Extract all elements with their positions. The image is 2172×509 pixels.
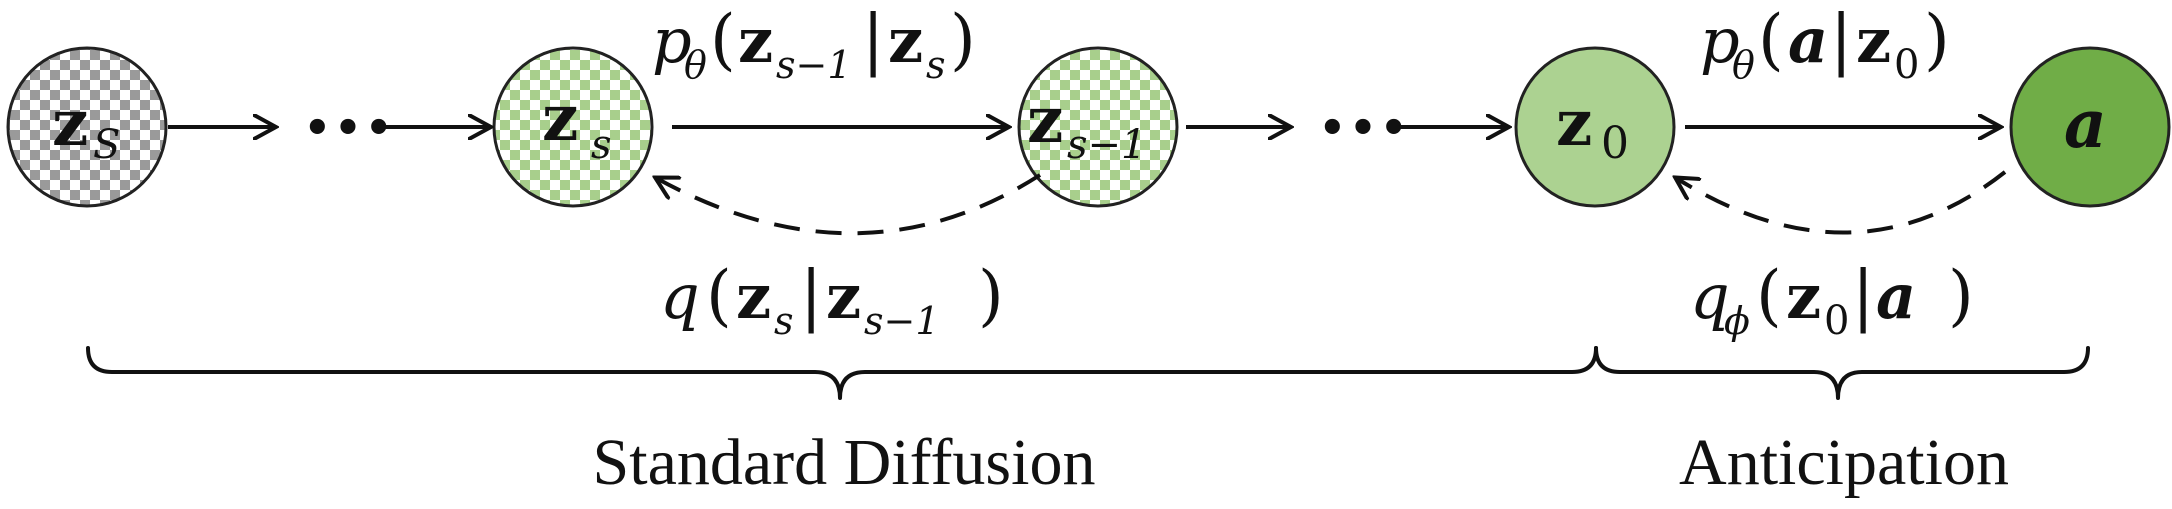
svg-text:): ) <box>1924 1 1950 78</box>
svg-text:a: a <box>1876 260 1916 333</box>
svg-text:(: ( <box>706 257 732 334</box>
svg-text:s: s <box>774 299 794 343</box>
svg-text:0: 0 <box>1824 298 1849 344</box>
svg-text:q: q <box>660 260 700 333</box>
svg-text:ϕ: ϕ <box>1724 299 1750 343</box>
svg-text:): ) <box>950 1 976 78</box>
svg-text:s: s <box>926 43 946 87</box>
svg-text:(: ( <box>1758 1 1784 78</box>
node-a: a <box>2009 46 2171 208</box>
node-z-s-minus-1: z s−1 <box>1017 46 1179 208</box>
svg-text:θ: θ <box>684 43 707 87</box>
svg-text:z: z <box>738 4 773 77</box>
node-z-0-main: z <box>1556 86 1592 161</box>
svg-text:(: ( <box>1756 257 1782 334</box>
svg-text:z: z <box>1856 4 1891 77</box>
svg-text:|: | <box>862 1 884 78</box>
node-z-0-sub: 0 <box>1601 118 1629 169</box>
node-z-s: z s <box>492 46 654 208</box>
label-forward-p-theta: p θ ( z s−1 | z s ) <box>652 1 976 87</box>
svg-text:0: 0 <box>1894 42 1919 88</box>
svg-text:z: z <box>826 260 861 333</box>
dashed-arrow-a-to-z0 <box>1676 170 2007 235</box>
caption-standard-diffusion: Standard Diffusion <box>593 426 1096 499</box>
svg-text:z: z <box>736 260 771 333</box>
svg-text:p: p <box>652 4 692 77</box>
svg-text:z: z <box>888 4 923 77</box>
node-z-0: z 0 <box>1514 46 1676 208</box>
svg-text:s−1: s−1 <box>776 43 852 87</box>
dashed-arrow-zs-minus-1-to-zs <box>656 173 1042 236</box>
node-z-S-main: z <box>52 86 88 161</box>
svg-text:p: p <box>1700 4 1740 77</box>
node-z-S: z S <box>6 46 168 208</box>
svg-text:a: a <box>1788 4 1828 77</box>
node-a-main: a <box>2064 85 2107 163</box>
caption-anticipation: Anticipation <box>1679 426 2009 499</box>
node-z-s-main: z <box>542 81 578 156</box>
svg-text:): ) <box>1948 257 1974 334</box>
svg-text:θ: θ <box>1732 43 1755 87</box>
node-z-s-minus-1-sub: s−1 <box>1067 122 1147 168</box>
svg-text:|: | <box>1852 257 1874 334</box>
label-encode-q-phi: q ϕ ( z 0 | a ) <box>1690 257 1974 344</box>
svg-text:s−1: s−1 <box>864 299 940 343</box>
svg-text:z: z <box>1786 260 1821 333</box>
brace-standard-diffusion <box>86 346 1598 400</box>
ellipsis-left: ••• <box>302 99 394 159</box>
brace-anticipation <box>1594 346 2090 400</box>
label-predict-p-theta: p θ ( a | z 0 ) <box>1700 1 1950 88</box>
ellipsis-right: ••• <box>1317 99 1409 159</box>
node-z-s-sub: s <box>591 122 612 168</box>
svg-text:): ) <box>978 257 1004 334</box>
svg-text:|: | <box>800 257 822 334</box>
node-z-s-minus-1-main: z <box>1027 83 1063 158</box>
node-z-S-sub: S <box>93 122 120 168</box>
svg-text:q: q <box>1690 260 1730 333</box>
svg-text:|: | <box>1830 1 1852 78</box>
label-reverse-q: q ( z s | z s−1 ) <box>660 257 1004 343</box>
svg-text:(: ( <box>710 1 736 78</box>
